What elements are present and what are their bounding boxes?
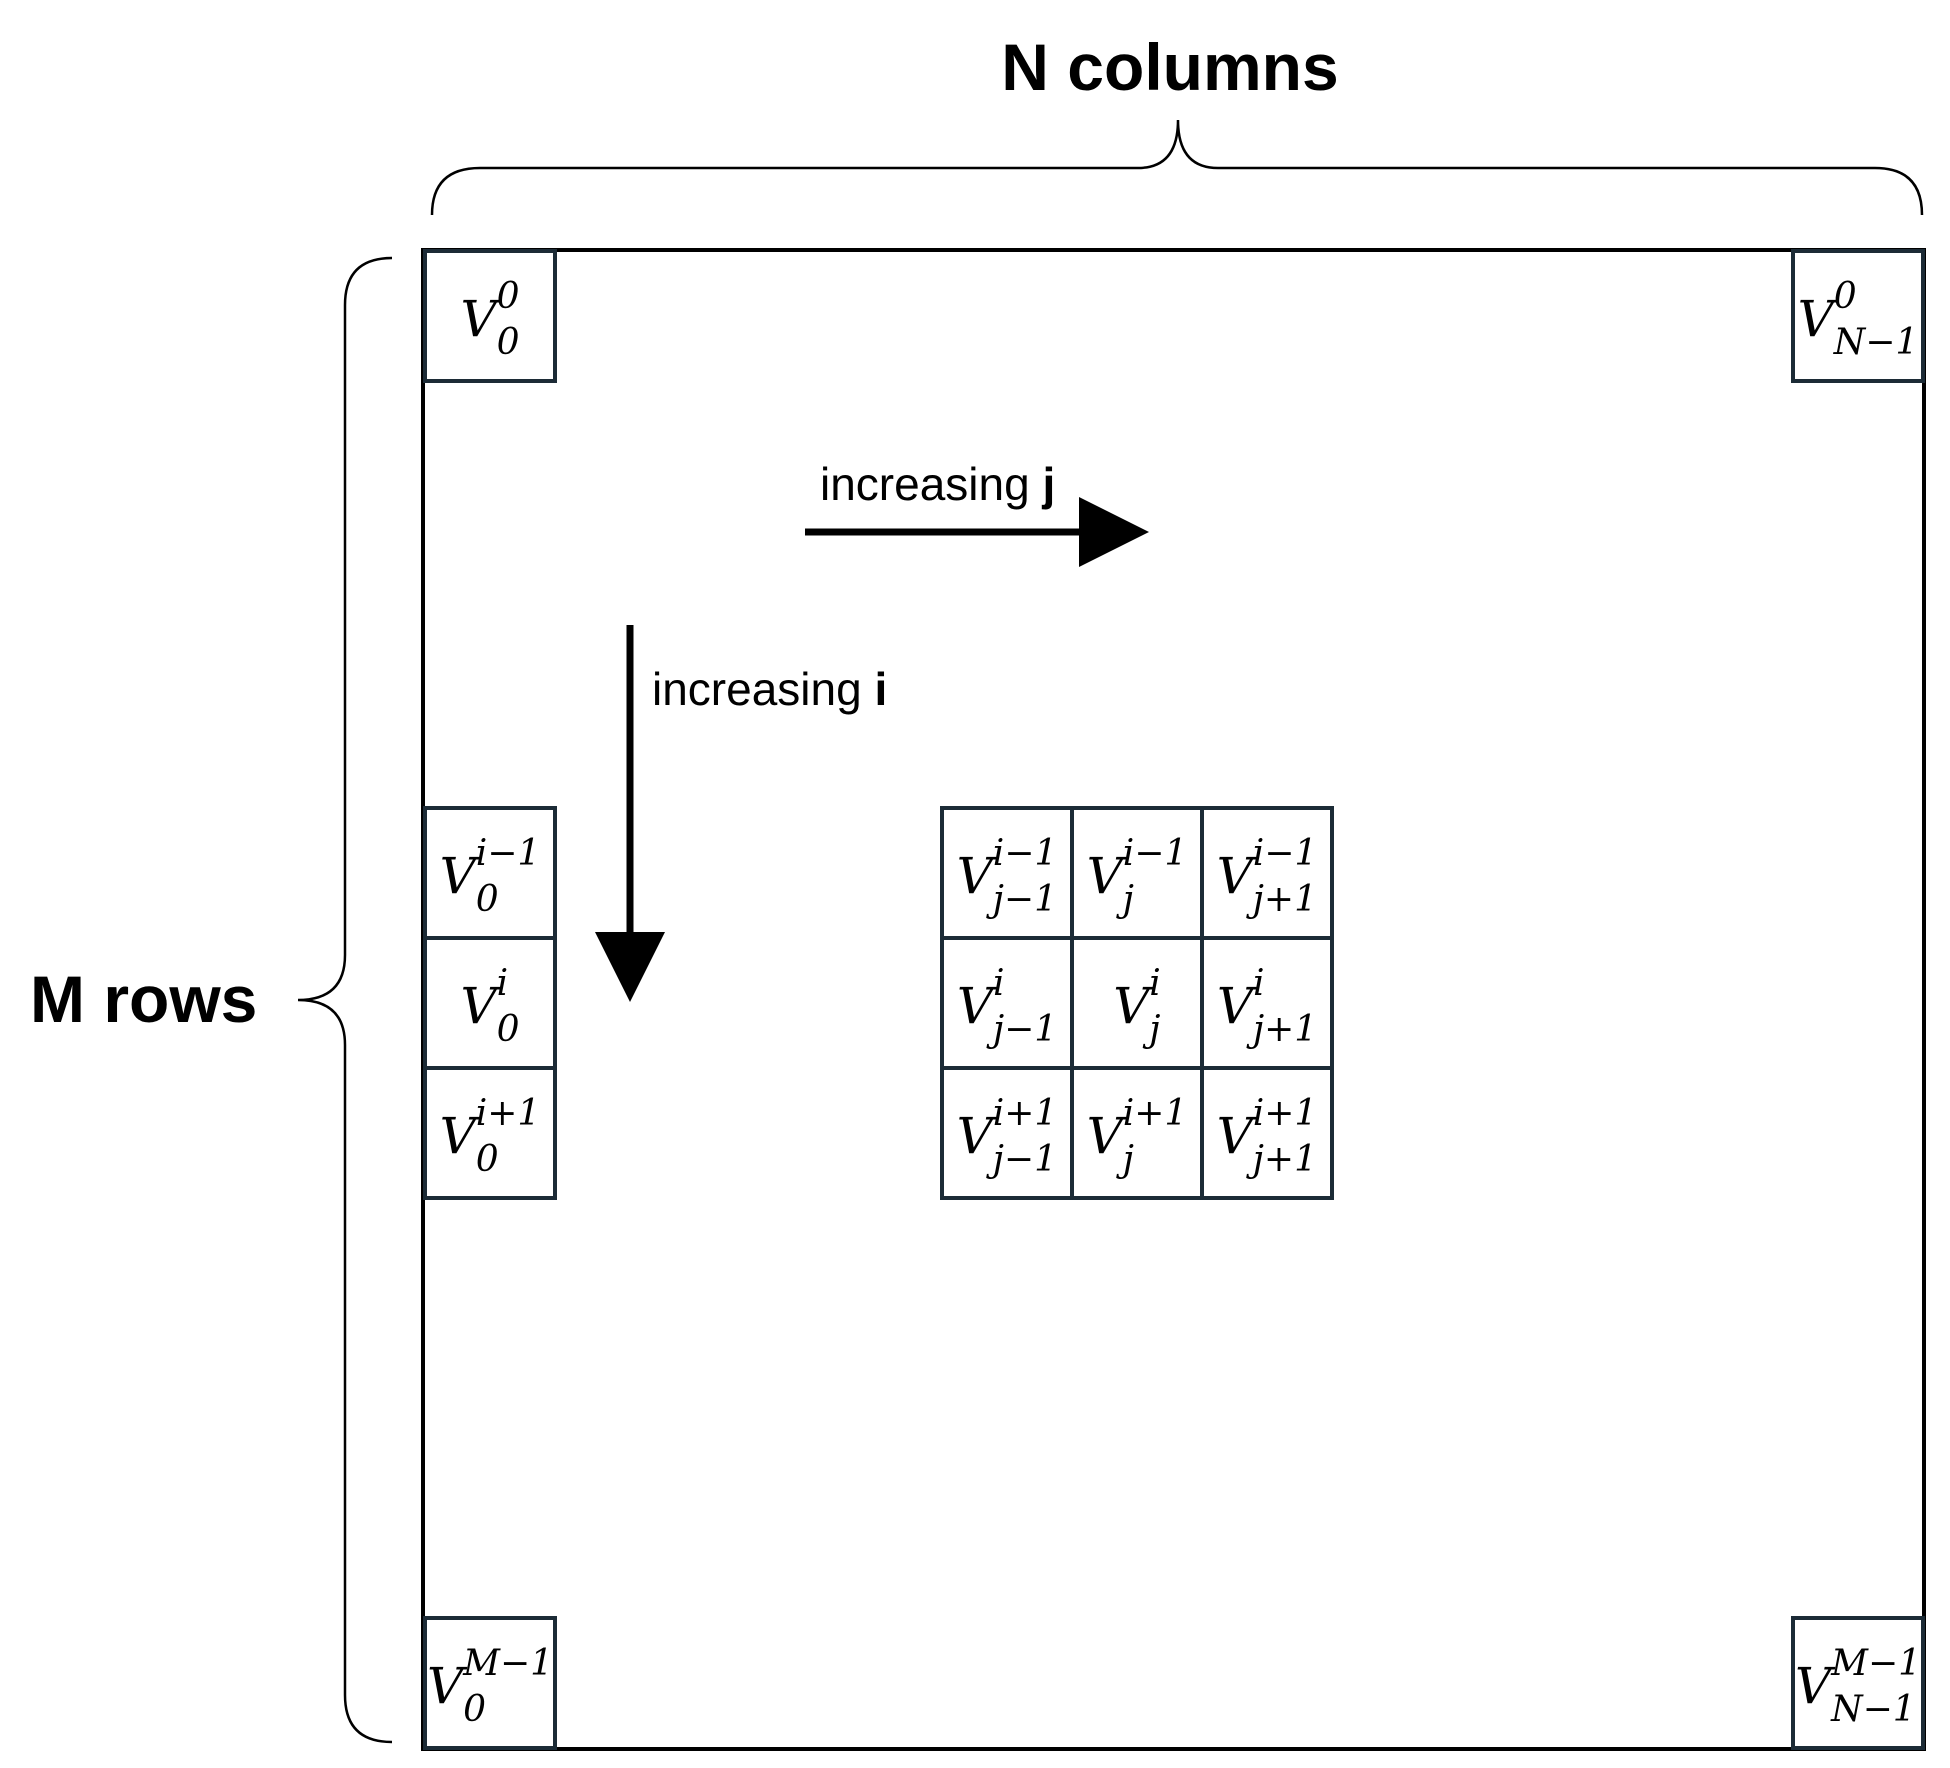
cell-subscript: 0	[476, 1139, 499, 1180]
cell-subscript: 0	[476, 879, 499, 920]
increasing-j-label: increasing j	[820, 458, 1055, 510]
cell-base: V	[1217, 1107, 1258, 1165]
cell-subscript: N−1	[1830, 1689, 1916, 1730]
increasing-i-label: increasing i	[652, 663, 887, 715]
cell-label: Vi−1 j−1	[957, 833, 1058, 920]
cell-subscript: j+1	[1246, 1009, 1317, 1050]
cell-subscript: 0	[497, 1009, 520, 1050]
cell-base: V	[1087, 847, 1128, 905]
cell-label: Vi−1 0	[440, 833, 541, 920]
cell-left-column: Vi+1 0	[423, 1066, 557, 1200]
cell-base: V	[1087, 1107, 1128, 1165]
cell-superscript: i−1	[1253, 833, 1318, 874]
cell-subscript: 0	[497, 322, 520, 363]
cell-label: Vi j+1	[1217, 963, 1317, 1050]
cell-subscript: 0	[463, 1689, 486, 1730]
cell-superscript: i+1	[476, 1093, 541, 1134]
cell-label: VM−1 0	[427, 1643, 553, 1730]
cell-superscript: i−1	[993, 833, 1058, 874]
cell-left-column: Vi 0	[423, 936, 557, 1070]
cell-base: V	[957, 977, 998, 1035]
cell-superscript: i+1	[1123, 1093, 1188, 1134]
cell-subscript: j+1	[1246, 1139, 1317, 1180]
cell-label: Vi−1 j+1	[1217, 833, 1318, 920]
cell-label: V0 0	[460, 276, 519, 363]
cell-base: V	[460, 977, 501, 1035]
cell-box	[423, 1066, 557, 1200]
cell-top-left: V0 0	[423, 249, 557, 383]
cell-superscript: i	[993, 963, 1005, 1004]
cell-box	[423, 249, 557, 383]
cell-subscript: j−1	[986, 1009, 1057, 1050]
cell-subscript: j+1	[1246, 879, 1317, 920]
cell-base: V	[460, 290, 501, 348]
cell-base: V	[440, 1107, 481, 1165]
cell-box	[423, 1616, 557, 1750]
cell-box	[1791, 249, 1925, 383]
cell-box	[1791, 1616, 1925, 1750]
rows-label: M rows	[30, 962, 257, 1036]
cell-superscript: M−1	[1830, 1643, 1921, 1684]
cell-left-column: Vi−1 0	[423, 806, 557, 940]
cell-label: Vi j−1	[957, 963, 1057, 1050]
cell-box	[423, 936, 557, 1070]
cell-superscript: M−1	[462, 1643, 553, 1684]
cell-label: Vi+1 j+1	[1217, 1093, 1318, 1180]
cell-superscript: 0	[497, 276, 520, 317]
cell-base: V	[1798, 290, 1839, 348]
cell-stencil: Vi j−1	[940, 936, 1074, 1070]
cell-stencil: Vi+1 j+1	[1200, 1066, 1334, 1200]
cell-box	[1200, 1066, 1334, 1200]
cell-base: V	[957, 847, 998, 905]
cell-stencil: Vi j+1	[1200, 936, 1334, 1070]
cell-base: V	[427, 1657, 468, 1715]
cell-base: V	[1795, 1657, 1836, 1715]
cell-superscript: 0	[1834, 276, 1857, 317]
cell-stencil: Vi−1 j+1	[1200, 806, 1334, 940]
cell-box	[1200, 936, 1334, 1070]
cell-label: Vi+1 j−1	[957, 1093, 1058, 1180]
cell-base: V	[1217, 977, 1258, 1035]
cell-subscript: N−1	[1833, 322, 1919, 363]
cell-superscript: i−1	[1123, 833, 1188, 874]
cell-base: V	[957, 1107, 998, 1165]
cell-superscript: i+1	[1253, 1093, 1318, 1134]
cell-superscript: i	[1149, 963, 1161, 1004]
cell-label: Vi 0	[460, 963, 519, 1050]
cell-base: V	[440, 847, 481, 905]
cell-box	[1200, 806, 1334, 940]
columns-label: N columns	[1001, 30, 1338, 104]
columns-brace	[430, 119, 1924, 216]
cell-superscript: i	[1253, 963, 1265, 1004]
cell-superscript: i−1	[476, 833, 541, 874]
cell-superscript: i	[497, 963, 509, 1004]
cell-bottom-left: VM−1 0	[423, 1616, 557, 1750]
rows-brace	[297, 256, 393, 1744]
cell-superscript: i+1	[993, 1093, 1058, 1134]
cell-stencil: Vi−1 j−1	[940, 806, 1074, 940]
cell-base: V	[1217, 847, 1258, 905]
cell-subscript: j−1	[986, 879, 1057, 920]
cell-subscript: j−1	[986, 1139, 1057, 1180]
cell-base: V	[1113, 977, 1154, 1035]
cell-stencil: Vi+1 j−1	[940, 1066, 1074, 1200]
cell-label: Vi+1 0	[440, 1093, 541, 1180]
cell-box	[423, 806, 557, 940]
